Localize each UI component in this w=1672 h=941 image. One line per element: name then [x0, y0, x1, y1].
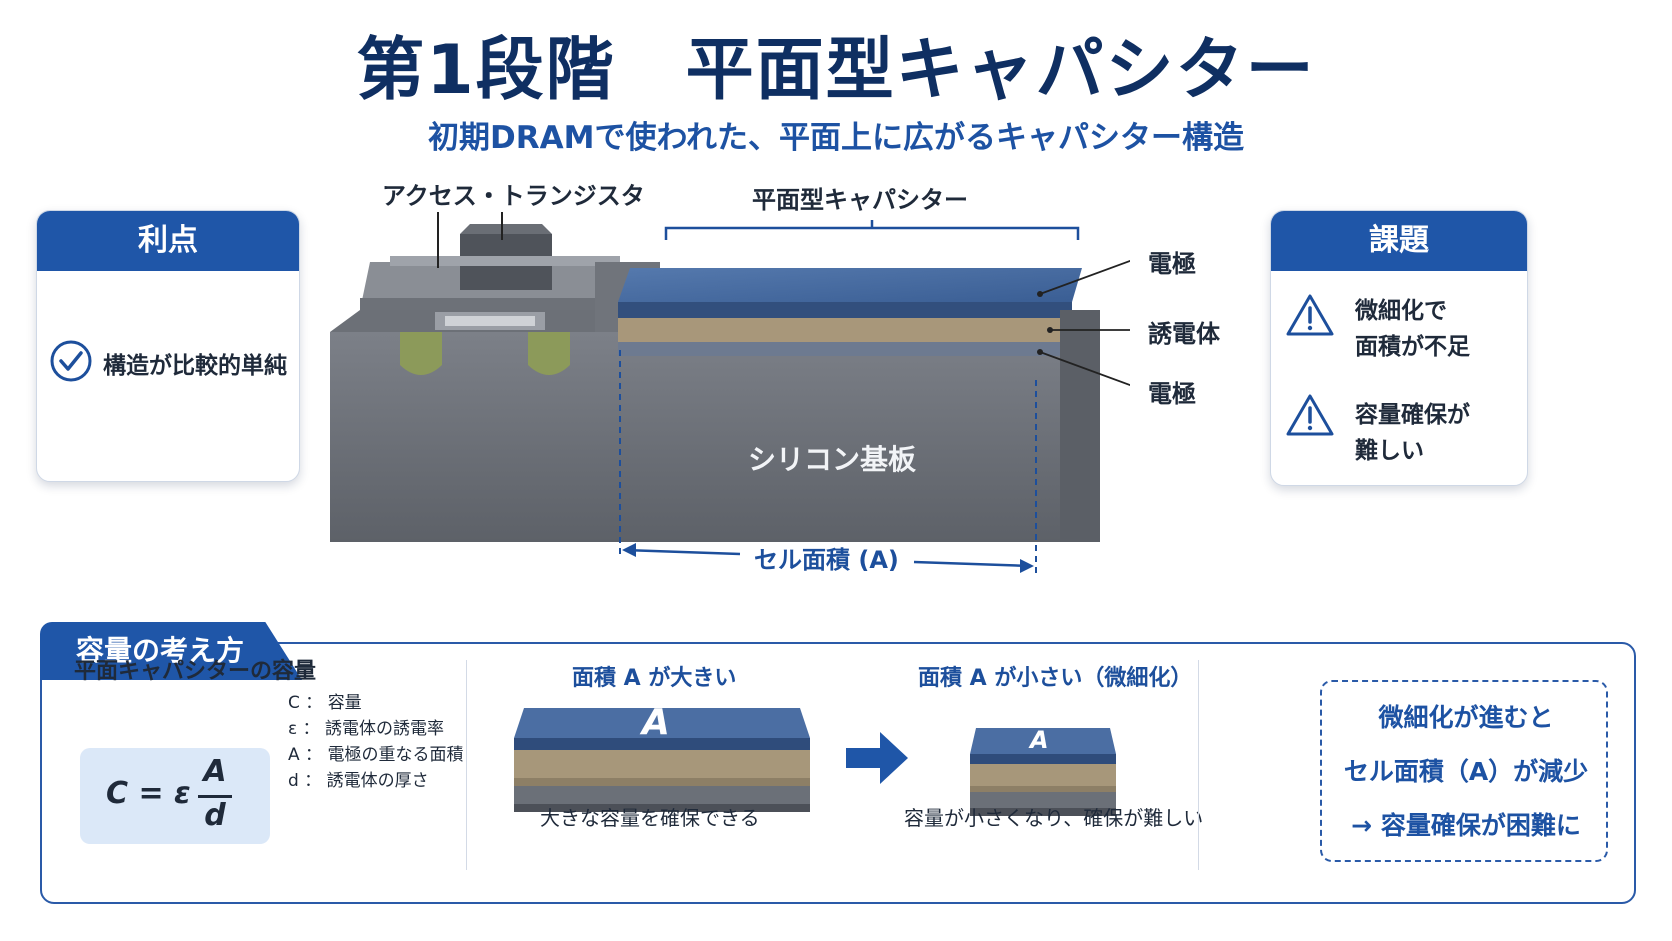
arrow-right-icon	[846, 732, 908, 788]
advantages-card: 利点 構造が比較的単純	[36, 210, 300, 482]
warning-icon	[1285, 393, 1335, 441]
issues-heading: 課題	[1271, 211, 1527, 271]
warning-icon	[1285, 293, 1335, 341]
capacitor-label: 平面型キャパシター	[752, 186, 968, 214]
substrate-front	[330, 332, 1100, 542]
dielectric-label: 誘電体	[1148, 320, 1220, 348]
legend-row: d ： 誘電体の厚さ	[288, 771, 429, 791]
divider	[466, 660, 467, 870]
divider	[1198, 660, 1199, 870]
large-stack: A	[512, 702, 812, 840]
formula-box: C = ε A d	[80, 748, 270, 844]
issue-item: 微細化で 面積が不足	[1355, 298, 1470, 360]
small-area-mark: A	[1030, 726, 1049, 754]
cell-area-label: セル面積 (A)	[754, 546, 899, 574]
bottom-electrode-layer	[618, 342, 1060, 356]
diagram-svg	[330, 212, 1139, 575]
small-area-caption: 容量が小さくなり、確保が難しい	[904, 806, 1204, 830]
conclusion-line: 微細化が進むと	[1378, 703, 1554, 732]
capacitor-diagram: アクセス・トランジスタ 平面型キャパシター シリコン基板 セル面積 (A)	[330, 170, 1139, 590]
page-subtitle: 初期DRAMで使われた、平面上に広がるキャパシター構造	[428, 120, 1244, 156]
capacity-tab: 容量の考え方	[40, 622, 302, 680]
conclusion-line: セル面積（A）が減少	[1343, 757, 1589, 786]
legend-row: ε ： 誘電体の誘電率	[288, 719, 445, 739]
large-area-title: 面積 A が大きい	[572, 666, 737, 691]
bottom-electrode-label: 電極	[1148, 380, 1196, 408]
top-electrode-label: 電極	[1148, 250, 1196, 278]
dielectric-layer	[618, 318, 1060, 342]
formula-lhs: C = ε	[106, 776, 191, 811]
formula-numerator: A	[203, 754, 227, 789]
page-title: 第1段階 平面型キャパシター	[356, 31, 1316, 110]
drain-well	[528, 332, 570, 375]
large-area-caption: 大きな容量を確保できる	[540, 806, 760, 830]
conclusion-box: 微細化が進むと セル面積（A）が減少 → 容量確保が困難に	[1320, 680, 1608, 862]
formula-legend: C ： 容量 ε ： 誘電体の誘電率 A ： 電極の重なる面積 d ： 誘電体の…	[288, 690, 463, 794]
issues-card: 課題 微細化で 面積が不足 容量確保が 難しい	[1270, 210, 1528, 486]
capacity-heading: 平面キャパシターの容量	[74, 659, 317, 684]
transistor-label: アクセス・トランジスタ	[382, 182, 645, 210]
source-well	[400, 332, 442, 375]
issue-item: 容量確保が 難しい	[1355, 402, 1470, 464]
legend-row: A ： 電極の重なる面積	[288, 745, 464, 765]
check-icon	[49, 339, 93, 387]
small-area-title: 面積 A が小さい（微細化）	[918, 666, 1193, 691]
legend-row: C ： 容量	[288, 693, 362, 713]
conclusion-line: → 容量確保が困難に	[1351, 811, 1581, 840]
fraction-bar	[198, 795, 232, 798]
formula-denominator: d	[204, 798, 226, 833]
substrate-label: シリコン基板	[748, 443, 917, 476]
advantage-item: 構造が比較的単純	[103, 353, 287, 379]
top-electrode-layer	[618, 268, 1082, 302]
advantages-heading: 利点	[37, 211, 299, 271]
small-stack: A	[968, 726, 1118, 828]
large-area-mark: A	[642, 702, 670, 743]
